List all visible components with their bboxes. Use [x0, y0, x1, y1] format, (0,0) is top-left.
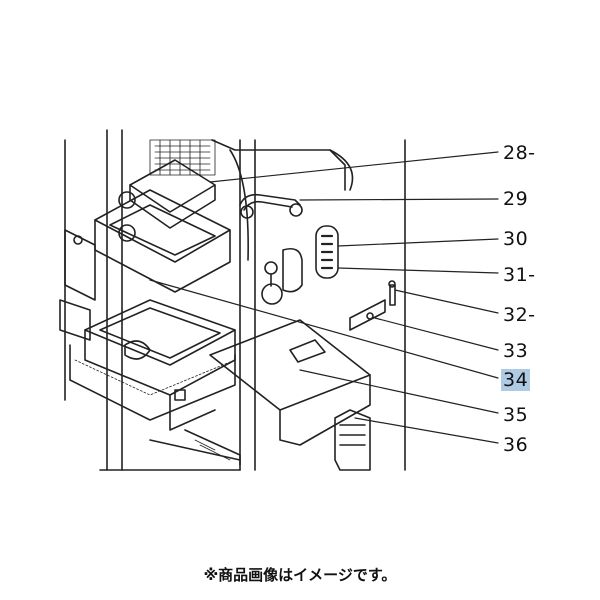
callout-29: 29: [503, 188, 529, 210]
callout-33: 33: [503, 340, 529, 362]
callout-31: 31-: [503, 264, 536, 286]
upper-drawer: [94, 159, 231, 293]
pin-and-plate: [349, 280, 396, 331]
callout-35: 35: [503, 404, 529, 426]
back-panel: [149, 139, 216, 176]
hinge-bracket: [261, 247, 303, 305]
grille-cover: [315, 225, 339, 279]
cabinet-frame: [64, 129, 406, 471]
side-cover: [59, 229, 96, 341]
leader-lines: [149, 151, 499, 444]
callout-32: 32-: [503, 304, 536, 326]
support-part: [334, 409, 371, 471]
callout-36: 36: [503, 434, 529, 456]
pipe-part: [239, 193, 303, 219]
image-disclaimer-note: ※商品画像はイメージです。: [203, 566, 397, 584]
crisper-lid: [209, 319, 371, 446]
lower-drawer: [69, 299, 236, 431]
callout-28: 28-: [503, 142, 536, 164]
callout-30: 30: [503, 228, 529, 250]
bottom-frame: [99, 429, 241, 471]
callout-34-highlighted: 34: [501, 369, 531, 391]
